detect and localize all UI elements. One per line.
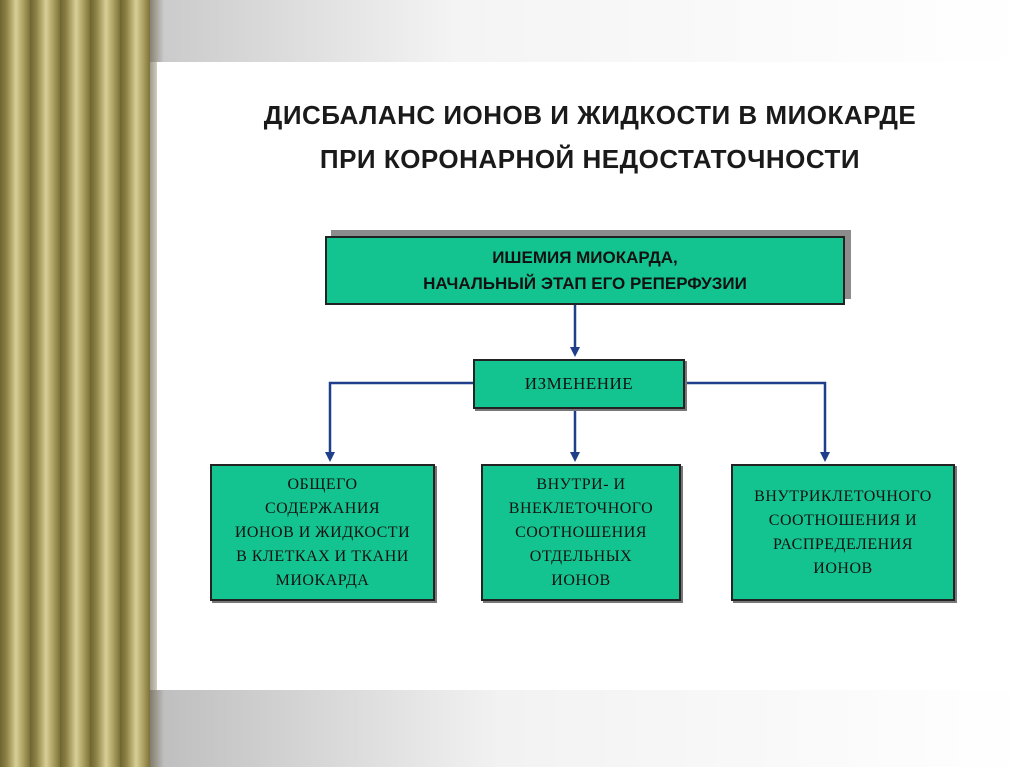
node-right-line: РАСПРЕДЕЛЕНИЯ xyxy=(773,535,913,553)
node-left-line: СОДЕРЖАНИЯ xyxy=(264,499,381,517)
node-right-line: СООТНОШЕНИЯ И xyxy=(768,511,918,529)
node-ischemia-line-1: ИШЕМИЯ МИОКАРДА, xyxy=(492,247,678,267)
frame-shadow-top xyxy=(150,0,1024,62)
node-left-line: ИОНОВ И ЖИДКОСТИ xyxy=(234,523,411,541)
slide-title: ДИСБАЛАНС ИОНОВ И ЖИДКОСТИ В МИОКАРДЕ ПР… xyxy=(190,93,990,181)
node-center-line: ОТДЕЛЬНЫХ xyxy=(529,547,633,565)
node-total-content: ОБЩЕГО СОДЕРЖАНИЯ ИОНОВ И ЖИДКОСТИ В КЛЕ… xyxy=(210,464,435,601)
node-intra-extra-ratio: ВНУТРИ- И ВНЕКЛЕТОЧНОГО СООТНОШЕНИЯ ОТДЕ… xyxy=(481,464,681,601)
node-left-line: МИОКАРДА xyxy=(275,571,370,589)
node-intracellular-distribution: ВНУТРИКЛЕТОЧНОГО СООТНОШЕНИЯ И РАСПРЕДЕЛ… xyxy=(731,464,955,601)
decorative-pillar xyxy=(0,0,150,767)
title-line-2: ПРИ КОРОНАРНОЙ НЕДОСТАТОЧНОСТИ xyxy=(319,144,861,174)
node-change: ИЗМЕНЕНИЕ xyxy=(473,359,685,409)
node-right-line: ВНУТРИКЛЕТОЧНОГО xyxy=(754,487,932,505)
node-center-line: ВНУТРИ- И xyxy=(536,475,626,493)
frame-shadow-bottom xyxy=(150,690,1024,767)
node-center-line: ИОНОВ xyxy=(551,571,611,589)
node-center-line: ВНЕКЛЕТОЧНОГО xyxy=(508,499,654,517)
title-line-1: ДИСБАЛАНС ИОНОВ И ЖИДКОСТИ В МИОКАРДЕ xyxy=(263,100,917,130)
node-center-line: СООТНОШЕНИЯ xyxy=(515,523,647,541)
node-ischemia-line-2: НАЧАЛЬНЫЙ ЭТАП ЕГО РЕПЕРФУЗИИ xyxy=(423,273,747,293)
node-left-line: В КЛЕТКАХ И ТКАНИ xyxy=(236,547,409,565)
arrow-change-to-left xyxy=(325,381,473,462)
node-ischemia: ИШЕМИЯ МИОКАРДА, НАЧАЛЬНЫЙ ЭТАП ЕГО РЕПЕ… xyxy=(325,236,845,305)
arrow-change-to-right xyxy=(685,381,830,462)
node-right-line: ИОНОВ xyxy=(813,559,873,577)
node-left-line: ОБЩЕГО xyxy=(287,475,358,493)
node-change-label: ИЗМЕНЕНИЕ xyxy=(524,374,634,393)
